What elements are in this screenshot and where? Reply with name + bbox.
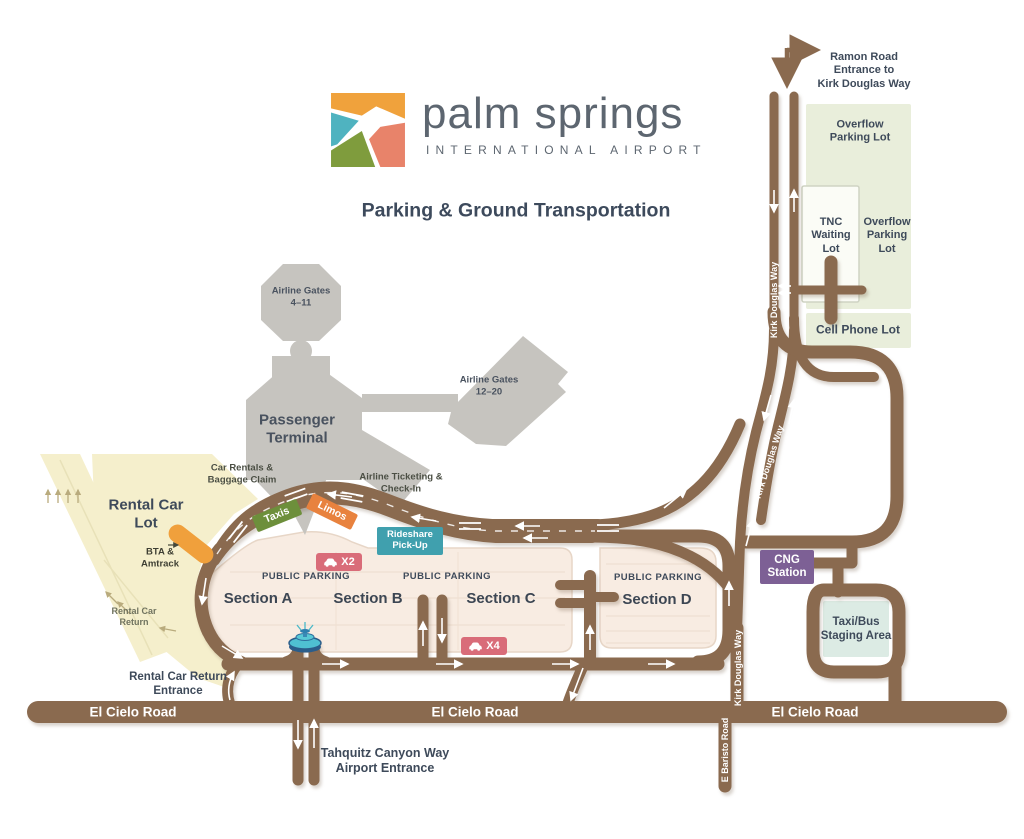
rental-lane-arrows <box>44 488 177 633</box>
gates-12-20-label: Airline Gates 12–20 <box>459 374 519 397</box>
x2-label: X2 <box>341 555 355 568</box>
road-label-el-cielo-west: El Cielo Road <box>89 704 177 720</box>
bta-amtrack-marker <box>168 524 214 564</box>
rental-car-lot-label: Rental Car Lot <box>108 496 184 532</box>
overflow-lot-label-2: Overflow Parking Lot <box>863 215 911 255</box>
parking-x2-badge: X2 <box>316 553 362 571</box>
page-title: Parking & Ground Transportation <box>361 199 671 222</box>
car-icon <box>324 558 338 567</box>
tahquitz-entrance-label: Tahquitz Canyon Way Airport Entrance <box>320 745 450 775</box>
car-icon <box>469 642 483 651</box>
brand-subtitle: INTERNATIONAL AIRPORT <box>426 143 707 157</box>
taxi-bus-staging-shape <box>821 599 891 659</box>
airport-logo: palm springs INTERNATIONAL AIRPORT <box>330 92 707 168</box>
public-parking-label-2: PUBLIC PARKING <box>402 571 492 583</box>
section-b-label: Section B <box>333 589 403 607</box>
ramon-road-arrows <box>771 34 821 89</box>
public-parking-d-shape <box>599 547 717 649</box>
bta-amtrack-label: BTA & Amtrack <box>140 546 180 569</box>
road-terminal-frontage <box>214 481 604 555</box>
passenger-terminal-label: Passenger Terminal <box>259 411 335 447</box>
cell-phone-lot-label: Cell Phone Lot <box>816 322 900 337</box>
rideshare-badge-label: Rideshare Pick-Up <box>387 529 433 551</box>
road-label-el-cielo-mid: El Cielo Road <box>431 704 519 720</box>
cng-station-badge: CNG Station <box>760 550 814 584</box>
rental-car-return-label: Rental Car Return <box>111 606 157 627</box>
cng-badge-label: CNG Station <box>767 553 807 579</box>
taxi-bus-staging-label: Taxi/Bus Staging Area <box>820 615 892 642</box>
section-a-label: Section A <box>223 589 293 607</box>
road-label-kirk-douglas-south: Kirk Douglas Way <box>733 629 743 707</box>
terminal-gates-north-shape <box>261 264 341 341</box>
section-c-label: Section C <box>466 589 536 607</box>
ticketing-checkin-label: Airline Ticketing & Check-In <box>359 471 443 494</box>
road-label-e-baristo: E Baristo Road <box>720 717 730 783</box>
lots-layer <box>40 104 911 688</box>
road-west-loop <box>194 542 249 670</box>
x4-label: X4 <box>486 639 500 652</box>
section-d-label: Section D <box>622 590 692 608</box>
road-d-ring <box>591 529 736 669</box>
terminal-gates-east-shape <box>448 336 568 446</box>
rideshare-pickup-badge: Rideshare Pick-Up <box>377 527 443 555</box>
brand-text: palm springs INTERNATIONAL AIRPORT <box>422 89 707 158</box>
ramon-road-note: Ramon Road Entrance to Kirk Douglas Way <box>817 50 911 90</box>
public-parking-label-1: PUBLIC PARKING <box>261 571 351 583</box>
public-parking-label-3: PUBLIC PARKING <box>613 572 703 584</box>
overflow-lot-label: Overflow Parking Lot <box>829 118 891 144</box>
brand-name: palm springs <box>422 89 684 138</box>
fountain-icon <box>288 622 322 653</box>
road-label-kirk-douglas-top: Kirk Douglas Way <box>769 261 779 339</box>
flow-arrows-layer <box>198 188 799 750</box>
tnc-waiting-lot-label: TNC Waiting Lot <box>811 215 851 255</box>
car-rentals-baggage-label: Car Rentals & Baggage Claim <box>207 462 277 485</box>
parking-x4-badge: X4 <box>461 637 507 655</box>
road-rental-entrance-ramp <box>222 658 244 716</box>
gates-4-11-label: Airline Gates 4–11 <box>271 285 331 308</box>
road-taxi-staging-loop <box>806 583 906 679</box>
rental-car-return-entrance-label: Rental Car Return Entrance <box>129 670 227 697</box>
logo-mark-icon <box>331 93 405 167</box>
rental-car-lot-shape <box>92 454 258 688</box>
road-label-el-cielo-east: El Cielo Road <box>771 704 859 720</box>
road-kirk-diagonal <box>732 325 779 637</box>
road-east-loop <box>739 305 904 549</box>
